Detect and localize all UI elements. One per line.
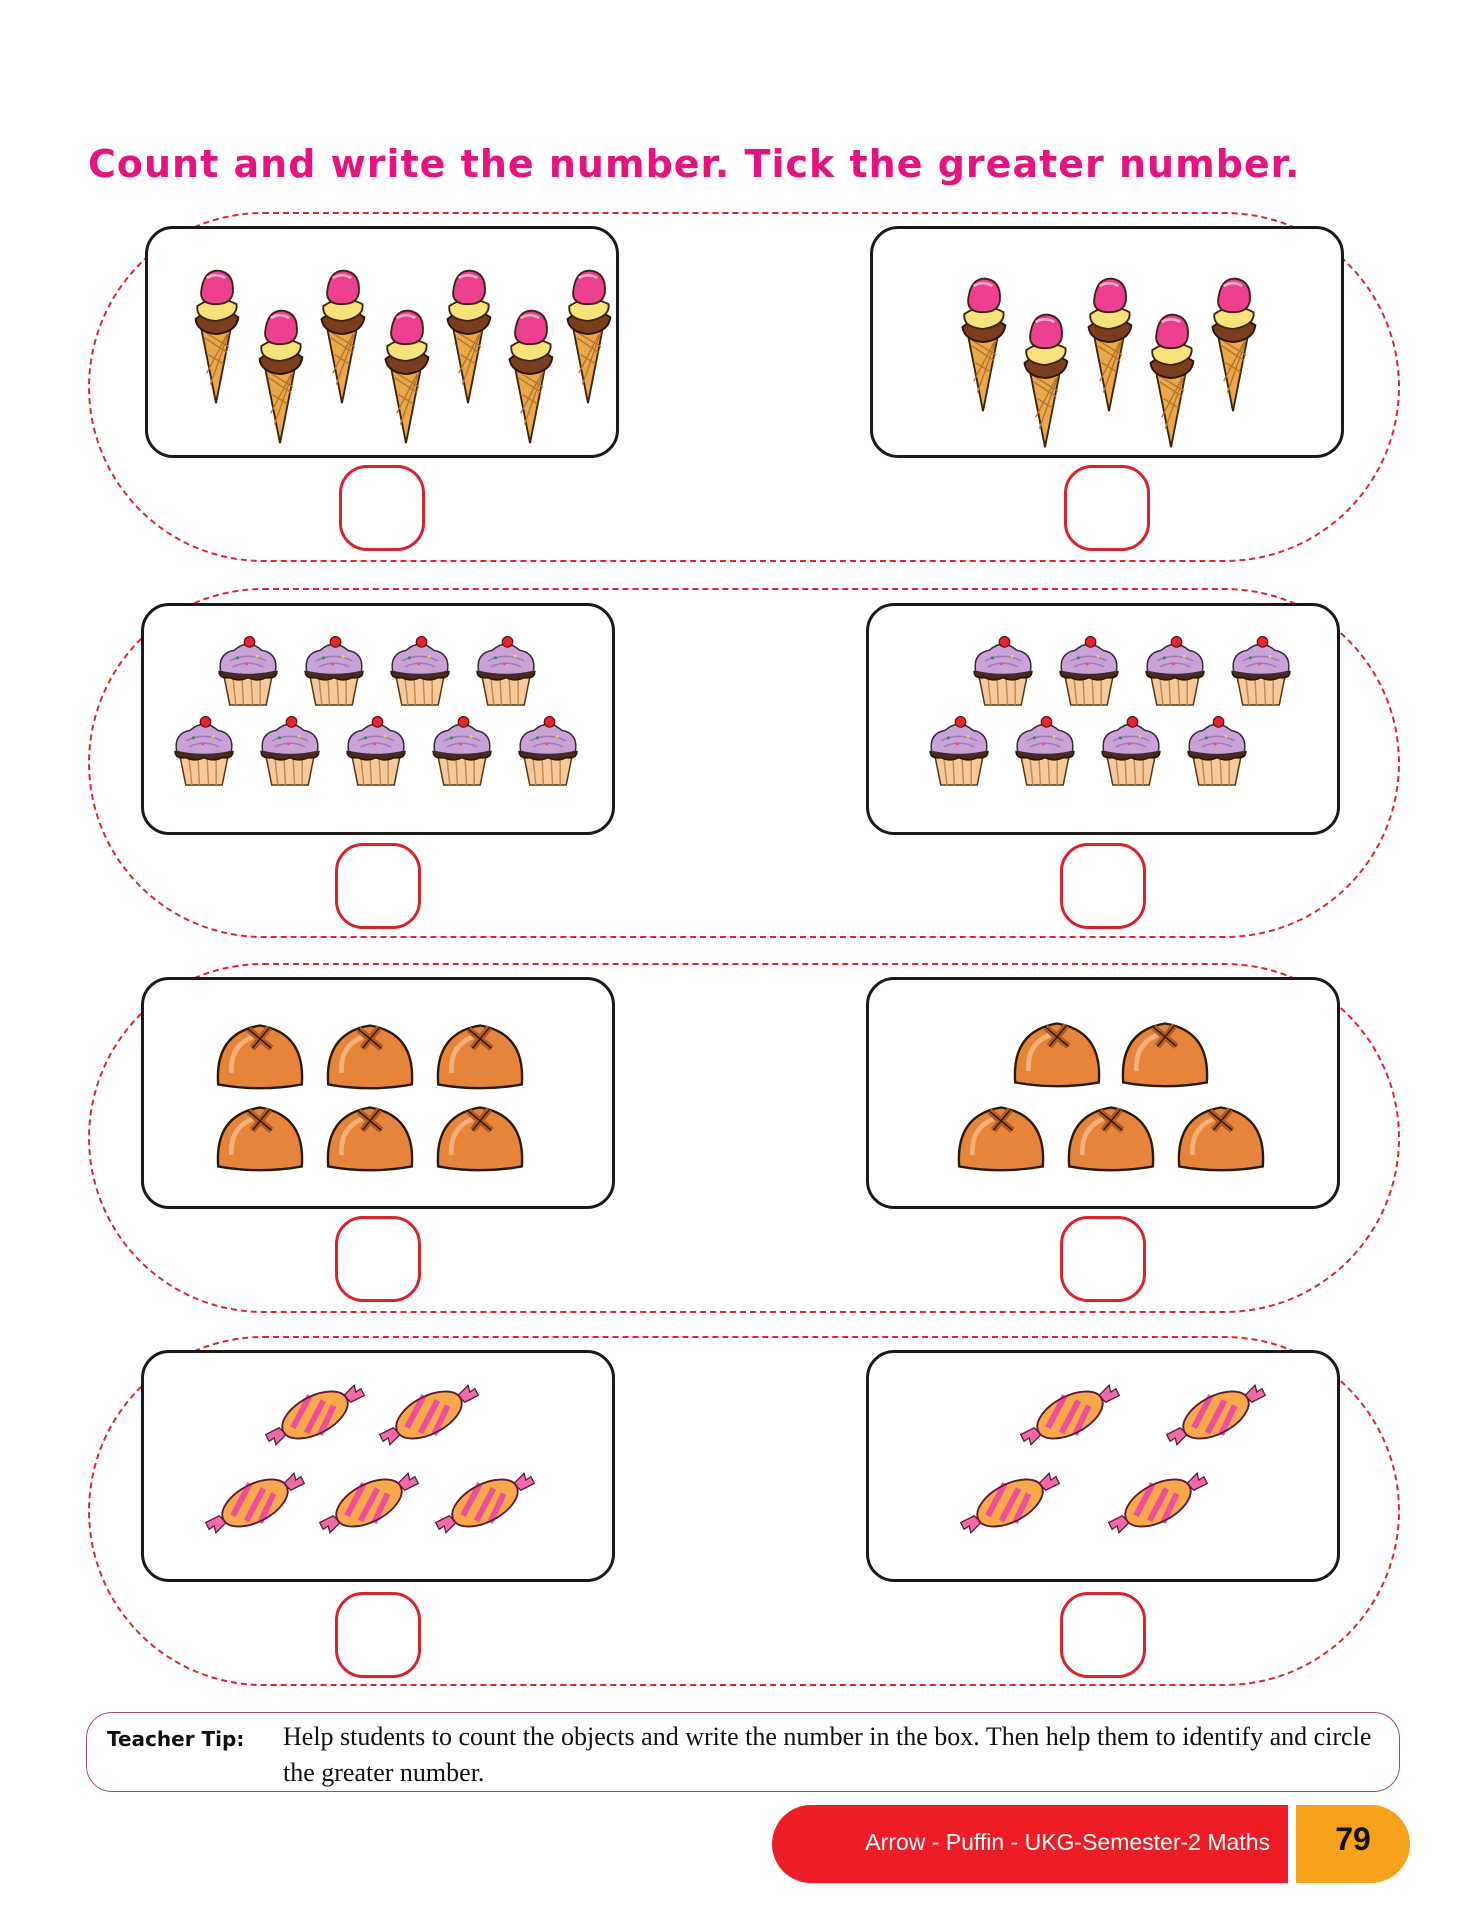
bun-icon [328, 1108, 412, 1171]
left-picture-box-2 [141, 603, 615, 835]
ice-cream-icon [565, 269, 612, 405]
left-picture-box-1 [145, 226, 619, 458]
teacher-tip-box: Teacher Tip: Help students to count the … [86, 1712, 1400, 1792]
cupcake-icon [304, 635, 364, 706]
cupcake-icon [1231, 635, 1291, 706]
exercise-section-1 [88, 212, 1400, 562]
ice-cream-icon [960, 277, 1007, 413]
right-answer-box-2[interactable] [1060, 843, 1146, 929]
right-picture-box-2 [866, 603, 1340, 835]
ice-cream-icon [507, 309, 554, 445]
cupcake-icon [174, 715, 234, 786]
ice-cream-icon [1148, 313, 1195, 449]
candy-icon [266, 1382, 365, 1449]
bun-icon [959, 1108, 1043, 1171]
bun-icon [1069, 1108, 1153, 1171]
teacher-tip-text: Help students to count the objects and w… [283, 1722, 1372, 1787]
ice-cream-icon [383, 309, 430, 445]
bun-icon [218, 1026, 302, 1089]
right-answer-box-3[interactable] [1060, 1216, 1146, 1302]
right-answer-box-1[interactable] [1064, 465, 1150, 551]
candy-icon [320, 1470, 419, 1537]
exercise-section-4 [88, 1336, 1400, 1686]
ice-cream-icon [319, 269, 366, 405]
right-answer-box-4[interactable] [1060, 1592, 1146, 1678]
cupcake-icon [260, 715, 320, 786]
right-picture-box-3 [866, 977, 1340, 1209]
footer-banner: Arrow - Puffin - UKG-Semester-2 Maths [772, 1805, 1288, 1883]
candy-icon [961, 1470, 1060, 1537]
cupcake-icon [1059, 635, 1119, 706]
bun-icon [1179, 1108, 1263, 1171]
instruction-title: Count and write the number. Tick the gre… [88, 142, 1301, 186]
cupcake-icon [390, 635, 450, 706]
cupcake-icon [432, 715, 492, 786]
ice-cream-icon [1086, 277, 1133, 413]
cupcake-icon [929, 715, 989, 786]
page-number-tab: 79 [1296, 1805, 1410, 1883]
cupcake-icon [518, 715, 578, 786]
right-picture-box-1 [870, 226, 1344, 458]
candy-icon [1109, 1470, 1208, 1537]
right-picture-box-4 [866, 1350, 1340, 1582]
cupcake-icon [218, 635, 278, 706]
cupcake-icon [1101, 715, 1161, 786]
cupcake-icon [346, 715, 406, 786]
cupcake-icon [1015, 715, 1075, 786]
candy-icon [1021, 1382, 1120, 1449]
bun-icon [438, 1026, 522, 1089]
left-answer-box-1[interactable] [339, 465, 425, 551]
candy-icon [1167, 1382, 1266, 1449]
candy-icon [206, 1470, 305, 1537]
bun-icon [328, 1026, 412, 1089]
cupcake-icon [1187, 715, 1247, 786]
bun-icon [218, 1108, 302, 1171]
candy-icon [380, 1382, 479, 1449]
page-number: 79 [1335, 1821, 1371, 1857]
bun-icon [1015, 1024, 1099, 1087]
left-picture-box-3 [141, 977, 615, 1209]
left-picture-box-4 [141, 1350, 615, 1582]
bun-icon [1123, 1024, 1207, 1087]
cupcake-icon [1145, 635, 1205, 706]
ice-cream-icon [257, 309, 304, 445]
exercise-section-3 [88, 963, 1400, 1313]
ice-cream-icon [193, 269, 240, 405]
ice-cream-icon [1022, 313, 1069, 449]
left-answer-box-3[interactable] [335, 1216, 421, 1302]
cupcake-icon [476, 635, 536, 706]
left-answer-box-4[interactable] [335, 1592, 421, 1678]
bun-icon [438, 1108, 522, 1171]
candy-icon [436, 1470, 535, 1537]
book-title: Arrow - Puffin - UKG-Semester-2 Maths [865, 1829, 1270, 1855]
ice-cream-icon [445, 269, 492, 405]
cupcake-icon [973, 635, 1033, 706]
exercise-section-2 [88, 588, 1400, 938]
left-answer-box-2[interactable] [335, 843, 421, 929]
teacher-tip-label: Teacher Tip: [107, 1727, 245, 1751]
ice-cream-icon [1210, 277, 1257, 413]
